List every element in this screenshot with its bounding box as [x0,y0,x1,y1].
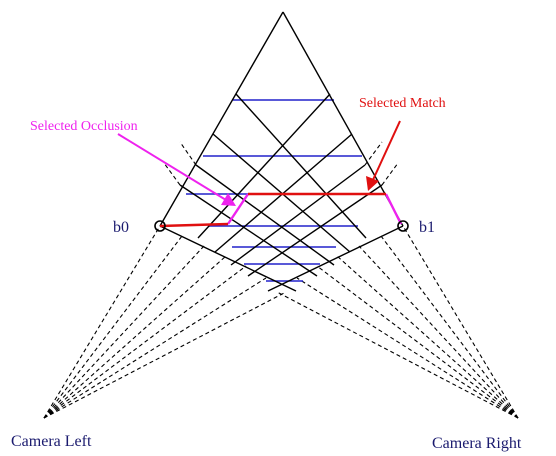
occlusion-segment [384,193,403,225]
arrow-shaft [371,120,401,183]
grid-line [179,184,318,277]
camera-right-ray [316,265,519,419]
grid-line [230,164,366,266]
grid-line [235,93,367,239]
camera-left-rays [43,225,287,419]
grid-line [159,225,297,292]
camera-right-ray [358,245,519,419]
grid-extension [163,162,181,186]
camera-left-ray [43,225,161,419]
camera-left-label: Camera Left [11,433,92,450]
occlusion-segment [227,193,249,225]
grid-extension [381,162,399,186]
selected-occlusion-label: Selected Occlusion [30,119,138,134]
grid-extension [364,141,383,166]
camera-left-ray [43,245,205,419]
grid-line [195,164,335,266]
match-segment [159,222,229,228]
camera-left-ray [43,277,267,419]
grid-line [159,11,284,227]
arrow-head [366,176,379,191]
arrow-shaft [117,133,227,201]
camera-right-rays [276,225,519,419]
b0-endpoint [154,220,166,232]
grid-extension [179,141,197,166]
occlusion-path [227,193,403,225]
grid-line [282,11,404,227]
camera-left-ray [43,235,183,419]
camera-left-ray [43,255,227,419]
grid-line [267,225,404,292]
arrow-head [221,193,236,206]
grid-lines [159,11,404,292]
b1-label: b1 [419,219,435,236]
selected-match-label: Selected Match [359,96,446,111]
camera-right-ray [276,291,519,419]
camera-right-ray [402,225,519,419]
selected-occlusion-arrow [117,133,236,206]
camera-right-ray [296,277,519,419]
grid-line [247,184,383,277]
grid-line [197,93,331,239]
camera-right-ray [380,235,519,419]
camera-right-ray [336,255,519,419]
camera-left-ray [43,291,287,419]
b0-label: b0 [113,219,129,236]
selected-match-arrow [366,120,401,191]
camera-left-ray [43,265,247,419]
grid-extensions [163,141,399,186]
camera-right-label: Camera Right [432,435,522,452]
b1-endpoint [397,220,409,232]
match-path [159,192,386,228]
